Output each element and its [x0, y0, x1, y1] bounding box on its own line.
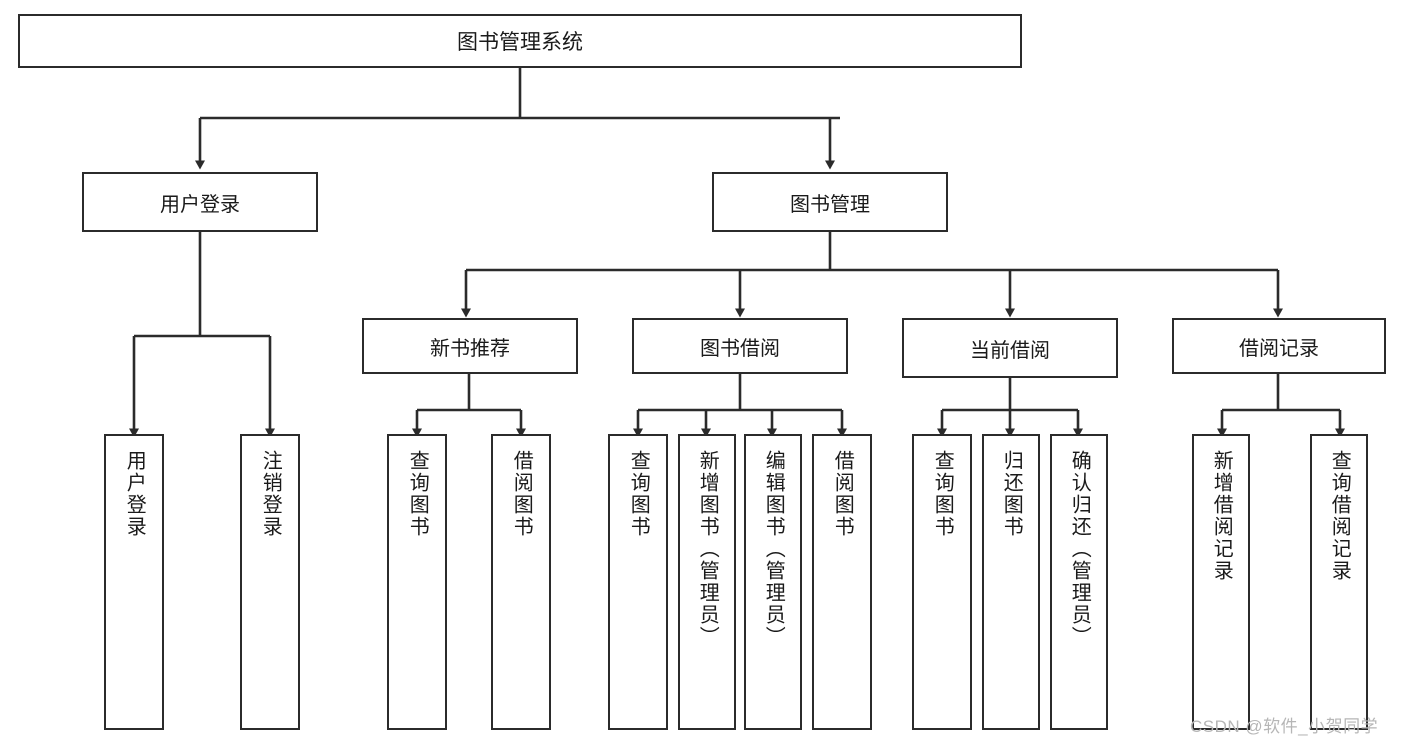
node-book-management[interactable]: 图书管理 — [712, 172, 948, 232]
leaf-query-borrow-record[interactable]: 查询借阅记录 — [1310, 434, 1368, 730]
node-book-borrow-label: 图书借阅 — [700, 337, 780, 360]
leaf-borrow-book-label: 借阅图书 — [831, 450, 854, 538]
node-new-book-recommend-label: 新书推荐 — [430, 337, 510, 360]
node-book-management-label: 图书管理 — [790, 193, 870, 216]
leaf-return-book-label: 归还图书 — [1000, 450, 1023, 538]
node-new-book-recommend[interactable]: 新书推荐 — [362, 318, 578, 374]
leaf-add-borrow-record-label: 新增借阅记录 — [1210, 450, 1233, 582]
node-root[interactable]: 图书管理系统 — [18, 14, 1022, 68]
leaf-query-book-recommend-label: 查询图书 — [406, 450, 429, 538]
node-book-borrow[interactable]: 图书借阅 — [632, 318, 848, 374]
leaf-confirm-return-admin[interactable]: 确认归还（管理员） — [1050, 434, 1108, 730]
leaf-query-book-borrow-label: 查询图书 — [627, 450, 650, 538]
leaf-add-book-admin[interactable]: 新增图书（管理员） — [678, 434, 736, 730]
node-user-login[interactable]: 用户登录 — [82, 172, 318, 232]
leaf-add-book-admin-label: 新增图书（管理员） — [696, 450, 719, 648]
leaf-add-borrow-record[interactable]: 新增借阅记录 — [1192, 434, 1250, 730]
leaf-logout[interactable]: 注销登录 — [240, 434, 300, 730]
leaf-edit-book-admin-label: 编辑图书（管理员） — [762, 450, 785, 648]
node-current-borrow[interactable]: 当前借阅 — [902, 318, 1118, 378]
leaf-return-book[interactable]: 归还图书 — [982, 434, 1040, 730]
node-current-borrow-label: 当前借阅 — [970, 339, 1050, 362]
leaf-query-book-current-label: 查询图书 — [931, 450, 954, 538]
leaf-query-book-current[interactable]: 查询图书 — [912, 434, 972, 730]
node-user-login-label: 用户登录 — [160, 193, 240, 216]
leaf-query-book-recommend[interactable]: 查询图书 — [387, 434, 447, 730]
leaf-edit-book-admin[interactable]: 编辑图书（管理员） — [744, 434, 802, 730]
leaf-confirm-return-admin-label: 确认归还（管理员） — [1068, 450, 1091, 648]
leaf-logout-label: 注销登录 — [259, 450, 282, 538]
leaf-query-borrow-record-label: 查询借阅记录 — [1328, 450, 1351, 582]
leaf-borrow-book-recommend[interactable]: 借阅图书 — [491, 434, 551, 730]
node-root-label: 图书管理系统 — [457, 31, 583, 54]
leaf-borrow-book-recommend-label: 借阅图书 — [510, 450, 533, 538]
leaf-user-login-label: 用户登录 — [123, 450, 146, 538]
leaf-borrow-book[interactable]: 借阅图书 — [812, 434, 872, 730]
csdn-watermark: CSDN @软件_小贺同学 — [1190, 717, 1379, 736]
leaf-user-login[interactable]: 用户登录 — [104, 434, 164, 730]
node-borrow-record-label: 借阅记录 — [1239, 337, 1319, 360]
node-borrow-record[interactable]: 借阅记录 — [1172, 318, 1386, 374]
leaf-query-book-borrow[interactable]: 查询图书 — [608, 434, 668, 730]
